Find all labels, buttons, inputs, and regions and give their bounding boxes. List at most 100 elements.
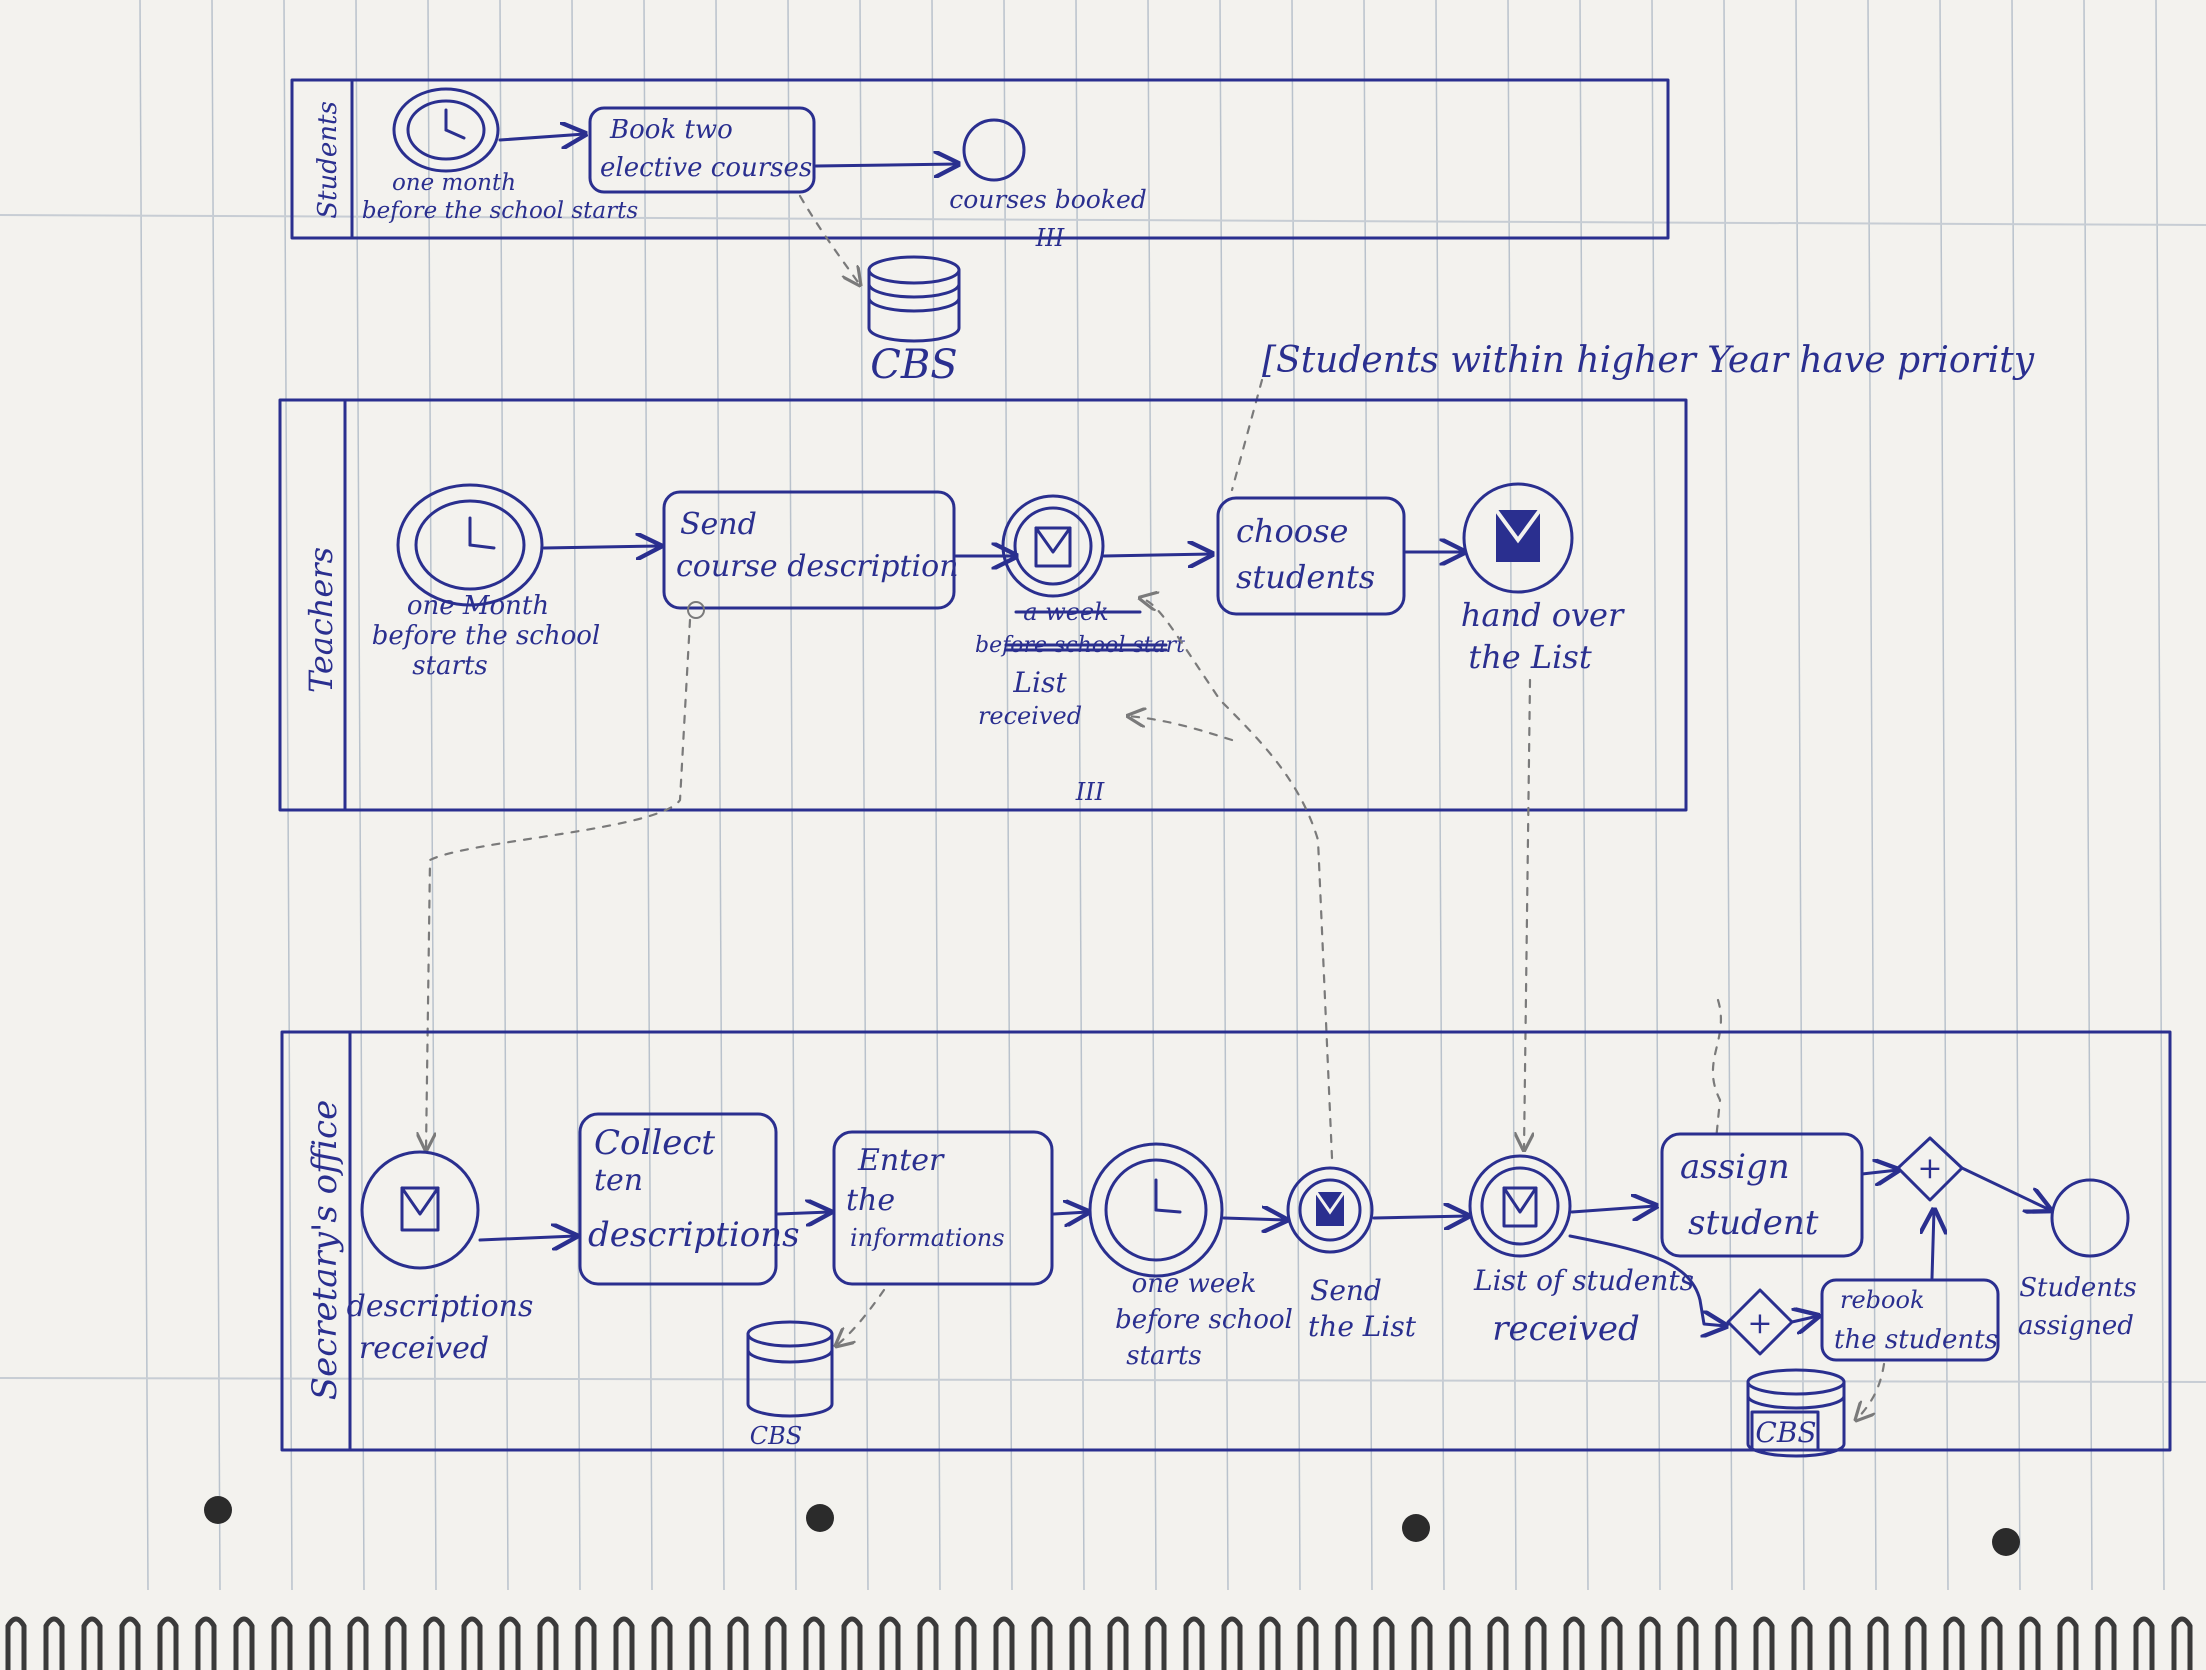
spiral-coil	[2057, 1616, 2079, 1670]
spiral-coil	[879, 1616, 901, 1670]
task-choose-students: choose students	[1216, 496, 1406, 616]
students-end-event	[962, 118, 1026, 182]
lane-secretary: Secretary's office descriptions received…	[280, 1030, 2172, 1452]
teachers-start-label-3: starts	[412, 651, 488, 681]
spiral-coil	[803, 1616, 825, 1670]
teachers-start-label-2: before the school	[372, 621, 601, 651]
envelope-icon	[1034, 526, 1072, 568]
spiral-coil	[575, 1616, 597, 1670]
association-enter-to-cbs	[836, 1288, 886, 1346]
ruled-line	[1147, 0, 1157, 1591]
students-multi-marker: III	[1035, 224, 1065, 252]
spiral-coil	[2133, 1616, 2155, 1670]
task-enter-label-2: the	[846, 1183, 895, 1218]
page-bottom-line	[0, 1377, 2206, 1383]
ruled-line	[1939, 0, 1949, 1591]
teachers-message-catch-event	[1001, 494, 1105, 598]
secretary-end-event	[2050, 1178, 2130, 1258]
teachers-start-label-1: one Month	[407, 591, 549, 621]
secretary-catch-label-2: received	[1492, 1309, 1640, 1349]
secretary-end-label-2: assigned	[2018, 1311, 2134, 1341]
envelope-icon	[1502, 1186, 1538, 1228]
spiral-coil	[1867, 1616, 1889, 1670]
annotation-scribble	[1711, 998, 1723, 1142]
message-flow-send-list	[1140, 598, 1334, 1160]
spiral-coil	[1069, 1616, 1091, 1670]
spiral-coil	[2095, 1616, 2117, 1670]
spiral-coil	[1677, 1616, 1699, 1670]
clock-icon	[468, 516, 496, 550]
spiral-coil	[1715, 1616, 1737, 1670]
task-collect-label-2: ten	[594, 1163, 643, 1198]
spiral-coil	[1905, 1616, 1927, 1670]
lane-teachers: Teachers one Month before the school sta…	[278, 398, 1688, 812]
students-end-label: courses booked	[949, 185, 1147, 214]
ruled-line	[571, 0, 581, 1591]
teachers-message-end-event	[1462, 482, 1574, 594]
lane-students-label: Students	[313, 101, 343, 219]
teachers-multi-marker: III	[1075, 778, 1105, 806]
teachers-end-label-1: hand over	[1461, 596, 1625, 634]
ruled-line	[1435, 0, 1445, 1591]
spiral-coil	[195, 1616, 217, 1670]
secretary-message-catch-event	[1468, 1154, 1572, 1258]
ruled-line	[2083, 0, 2093, 1591]
secretary-end-label-1: Students	[2019, 1273, 2137, 1303]
spiral-coil	[1791, 1616, 1813, 1670]
spiral-coil	[1449, 1616, 1471, 1670]
task-rebook-label-1: rebook	[1840, 1286, 1924, 1314]
secretary-catch-label-1: List of students	[1473, 1264, 1694, 1297]
spiral-coil	[1943, 1616, 1965, 1670]
spiral-coil	[461, 1616, 483, 1670]
spiral-coil	[1525, 1616, 1547, 1670]
spiral-coil	[233, 1616, 255, 1670]
association-book-to-cbs	[798, 194, 860, 285]
ruled-line	[931, 0, 941, 1591]
envelope-icon	[400, 1186, 440, 1232]
spiral-coil	[423, 1616, 445, 1670]
task-choose-label-2: students	[1236, 558, 1375, 596]
flow-secretary-1	[478, 1236, 576, 1240]
task-enter-label-3: informations	[850, 1224, 1005, 1252]
envelope-icon	[1314, 1191, 1346, 1226]
task-send-label-2: course description	[676, 549, 959, 584]
spiral-coil	[689, 1616, 711, 1670]
spiral-coil	[1145, 1616, 1167, 1670]
annotation-text: [Students within higher Year have priori…	[1262, 340, 2035, 381]
spiral-coil	[499, 1616, 521, 1670]
spiral-coil	[1107, 1616, 1129, 1670]
flow-secretary-6	[1570, 1206, 1656, 1212]
message-flow-descriptions	[426, 618, 692, 1150]
spiral-coil	[1373, 1616, 1395, 1670]
gateway-split-symbol: +	[1747, 1306, 1772, 1341]
spiral-coil	[309, 1616, 331, 1670]
flow-teachers-3	[1102, 554, 1212, 556]
flow-students-2	[814, 164, 958, 166]
teachers-end-label-2: the List	[1468, 638, 1591, 676]
ruled-line	[499, 0, 509, 1591]
flow-split-to-rebook	[1790, 1316, 1818, 1322]
spiral-binding	[5, 1616, 2193, 1670]
page-margin-line	[0, 214, 2206, 226]
spiral-coil	[1601, 1616, 1623, 1670]
task-book-courses-label-2: elective courses	[600, 153, 812, 183]
ruled-line	[1579, 0, 1589, 1591]
association-rebook-to-cbs	[1856, 1362, 1886, 1420]
spiral-coil	[1183, 1616, 1205, 1670]
spiral-coil	[1563, 1616, 1585, 1670]
task-send-course-description: Send course description	[662, 490, 959, 619]
task-enter-label-1: Enter	[857, 1143, 945, 1178]
spiral-coil	[1981, 1616, 2003, 1670]
spiral-coil	[1335, 1616, 1357, 1670]
parallel-gateway-join: +	[1896, 1136, 1964, 1202]
spiral-coil	[5, 1616, 27, 1670]
flow-secretary-3	[1052, 1212, 1088, 1214]
task-collect-descriptions: Collect ten descriptions	[578, 1112, 800, 1286]
ruled-lines	[139, 0, 2165, 1591]
ruled-line	[1507, 0, 1517, 1591]
task-assign-label-2: student	[1688, 1203, 1819, 1243]
annotation-association	[1230, 378, 1264, 492]
task-assign-student: assign student	[1660, 1132, 1864, 1258]
lane-students: Students one month before the school sta…	[290, 78, 1670, 285]
spiral-coil	[1487, 1616, 1509, 1670]
